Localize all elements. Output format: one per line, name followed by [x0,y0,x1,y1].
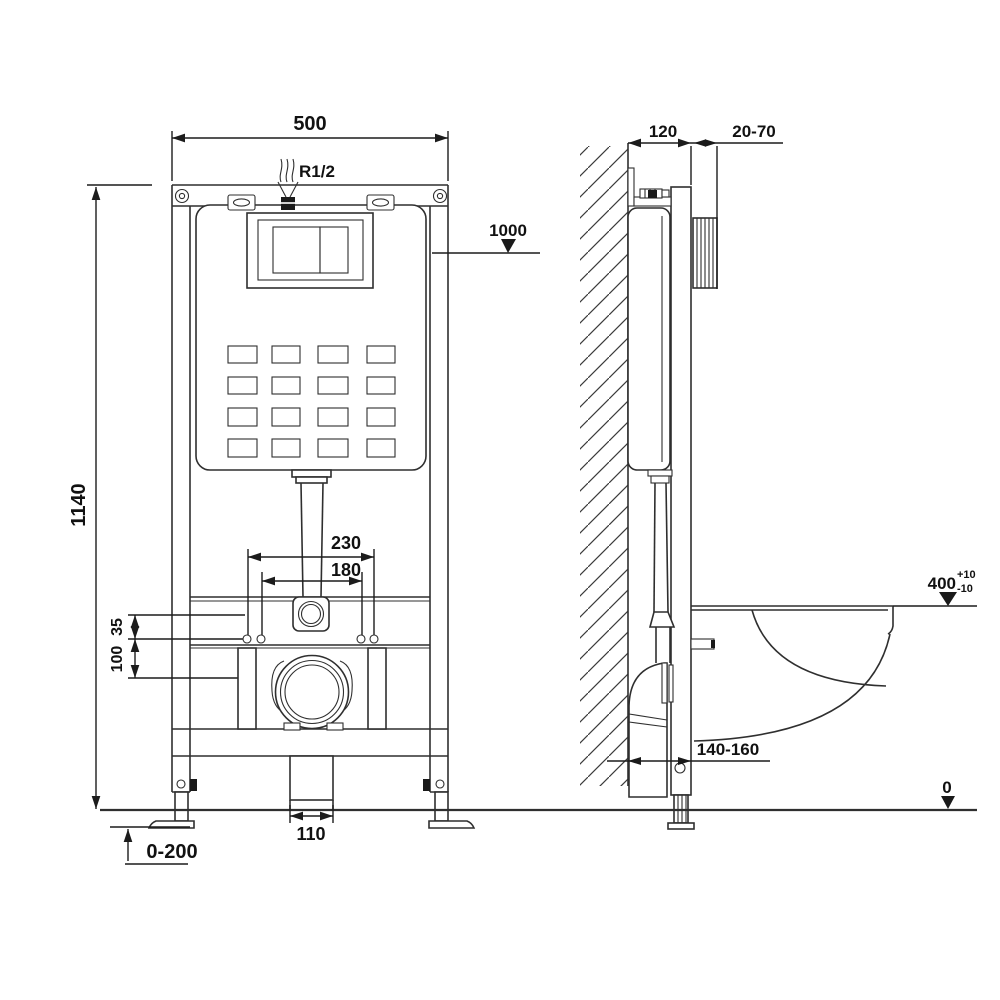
dim-label-bolt-inner: 180 [331,560,361,580]
dim-label-height: 1140 [68,483,90,526]
dim-label-floor-adjust: 0-200 [146,841,197,863]
foot-tube-right [434,791,449,822]
dim-label-offset-small: 35 [109,618,126,636]
mounting-tab-left [227,194,256,211]
dim-label-seat-tol-plus: +10 [957,569,976,581]
foot-plate-right [428,820,476,829]
outlet-assembly [237,647,387,731]
dim-extension-lines [128,549,375,679]
dim-label-depth: 120 [649,122,677,141]
foot-tube-left [174,791,189,822]
frame-column-side [670,186,692,796]
dim-outlet-width-110: 110 [289,805,334,844]
level-mark-1000: 1000 [432,221,540,254]
waste-outlet [289,755,334,810]
leg-clip-left [190,779,197,791]
drain-elbow [628,662,674,798]
dim-label-inlet: R1/2 [299,162,335,181]
frame-hole-side [674,762,686,774]
top-bracket-side [627,167,672,207]
side-foot [667,794,695,830]
level-mark-0: 0 [941,778,955,809]
side-view [580,143,894,830]
foot-plate-left [147,820,195,829]
flush-pipe-side [647,469,676,663]
water-connection-flange [292,596,330,632]
cistern-side [627,207,671,471]
dim-label-seat-height: 400 [928,574,956,593]
legs [147,779,476,829]
leg-clip-right [423,779,430,791]
dim-label-offset-large: 100 [109,646,126,673]
wall-hatch [580,146,628,786]
flush-pipe [291,469,332,598]
dim-offset-100: 100 [109,639,140,678]
flush-button-small [319,226,349,274]
dim-label-bolt-outer: 230 [331,533,361,553]
level-label-0: 0 [942,778,951,797]
mounting-tab-right [366,194,395,211]
front-view [128,158,476,829]
dim-offset-35: 35 [109,615,140,639]
dim-seat-height-400: 400 +10 -10 [893,569,977,607]
dim-inlet-thread: R1/2 [299,162,335,181]
leg-hole-left [176,779,186,789]
water-inlet [277,158,299,210]
dim-bolt-inner-180: 180 [262,560,362,586]
bowl-outlet-pipe [690,638,715,650]
flush-plate [246,212,374,289]
level-label-1000: 1000 [489,221,527,240]
dim-width-500: 500 [171,113,449,181]
dim-bolt-outer-230: 230 [248,533,374,562]
corner-screw-right [432,188,448,204]
dim-label-outlet-width: 110 [296,824,325,844]
inlet-valve-side [648,190,657,198]
corner-screw-left [174,188,190,204]
dim-label-plate-range: 20-70 [732,122,775,141]
dim-label-seat-tol-minus: -10 [957,583,973,595]
dim-height-1140: 1140 [68,184,152,809]
flush-plate-side [692,217,718,289]
dim-label-width: 500 [293,113,326,135]
fixing-bolt-holes [242,634,379,644]
dim-outlet-distance-140-160: 140-160 [607,740,770,765]
dim-floor-adjust-0-200: 0-200 [110,826,198,865]
dim-plate-range-20-70: 20-70 [694,122,776,289]
toilet-bowl [691,605,894,742]
leg-hole-right [435,779,445,789]
dim-label-outlet-distance: 140-160 [697,740,759,759]
access-holes [227,345,396,458]
frame [171,184,449,792]
